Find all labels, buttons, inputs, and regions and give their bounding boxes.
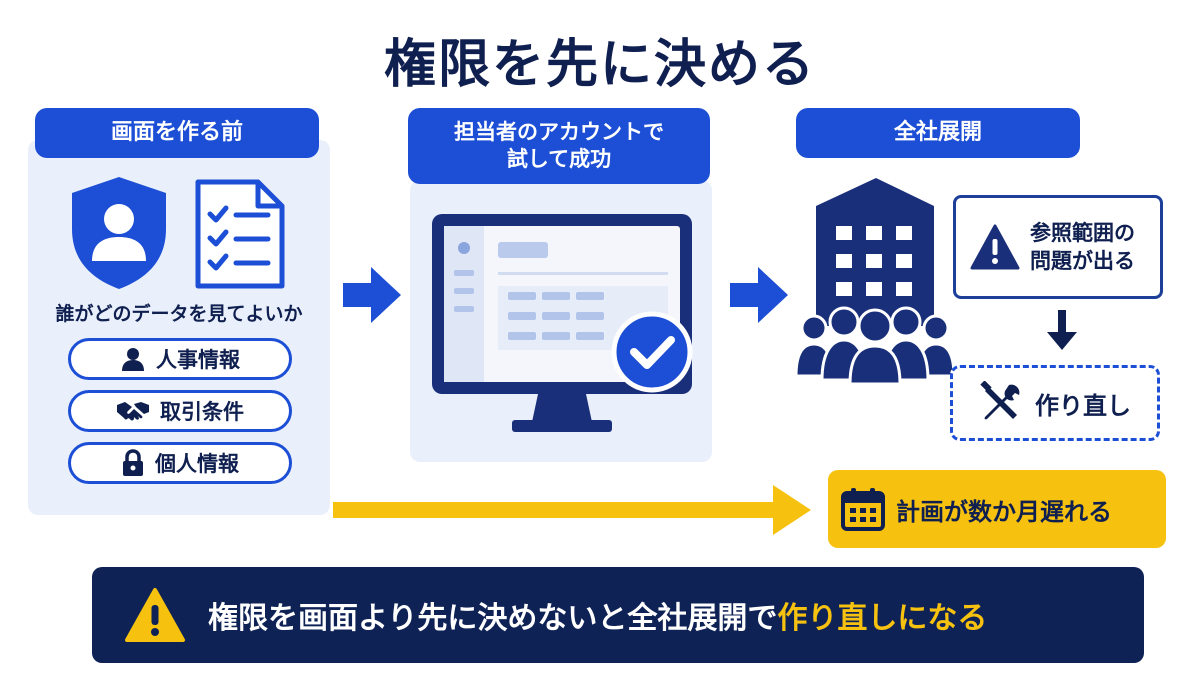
redo-box: 作り直し	[950, 365, 1160, 441]
arrow-down-icon	[1047, 310, 1077, 350]
warning-icon	[125, 588, 185, 642]
person-icon	[122, 348, 144, 371]
checklist-icon	[195, 179, 285, 289]
item-trade-terms: 取引条件	[68, 390, 292, 432]
monitor-check-icon	[432, 214, 693, 432]
page-title: 権限を先に決める	[383, 35, 816, 95]
data-access-question: 誰がどのデータを見てよいか	[55, 303, 303, 325]
scope-problem-text: 参照範囲の 問題が出る	[1030, 220, 1135, 273]
arrow-right-icon	[730, 267, 788, 323]
step2-header: 担当者のアカウントで 試して成功	[408, 108, 710, 184]
tools-icon	[980, 381, 1020, 420]
delay-text: 計画が数か月遅れる	[896, 497, 1112, 526]
scope-problem-box: 参照範囲の 問題が出る	[953, 195, 1163, 299]
arrow-right-icon	[343, 267, 401, 323]
timeline-arrow-icon	[333, 485, 811, 535]
shield-user-icon	[72, 177, 166, 289]
item-label: 人事情報	[156, 348, 240, 372]
step3-header: 全社展開	[796, 108, 1080, 158]
item-label: 個人情報	[155, 452, 239, 476]
conclusion-text: 権限を画面より先に決めないと全社展開で作り直しになる	[208, 593, 987, 637]
item-hr-info: 人事情報	[68, 338, 292, 380]
item-personal-info: 個人情報	[68, 442, 292, 484]
company-building-people-icon	[796, 178, 954, 386]
step1-header: 画面を作る前	[35, 108, 319, 158]
redo-label: 作り直し	[1035, 391, 1131, 420]
item-label: 取引条件	[160, 400, 244, 424]
conclusion-banner: 権限を画面より先に決めないと全社展開で作り直しになる	[92, 567, 1144, 663]
warning-icon	[970, 224, 1020, 270]
lock-icon	[123, 449, 143, 476]
handshake-icon	[117, 402, 149, 421]
conclusion-main: 権限を画面より先に決めないと全社展開で	[208, 601, 778, 636]
conclusion-highlight: 作り直しになる	[777, 601, 988, 636]
calendar-icon	[841, 488, 885, 531]
delay-callout: 計画が数か月遅れる	[828, 470, 1166, 548]
